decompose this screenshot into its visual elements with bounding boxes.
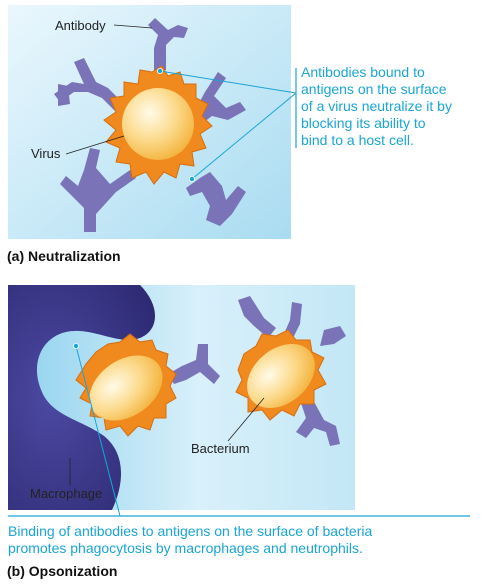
macrophage-label: Macrophage: [30, 486, 102, 501]
caption-a-line: antigens on the surface: [301, 81, 447, 97]
antibody-top-left: [54, 58, 128, 116]
panel-b: Bacterium Macrophage Binding of antibodi…: [7, 285, 470, 579]
caption-a-pointers: [156, 68, 297, 182]
antibody-b5: [320, 326, 346, 346]
antibody-right: [190, 72, 246, 128]
antibody-bottom-right: [186, 172, 246, 226]
caption-a-line: Antibodies bound to: [301, 64, 425, 80]
antibody-b2: [238, 296, 276, 338]
virus-label: Virus: [31, 146, 61, 161]
virus-label-leader: [65, 135, 125, 155]
panel-a: Antibody Virus Antibodies bound to antig…: [7, 5, 452, 264]
caption-a: Antibodies bound to antigens on the surf…: [301, 64, 452, 148]
bacterium-label-leader: [227, 397, 265, 442]
macrophage-shape: [8, 285, 155, 510]
caption-a-line: blocking its ability to: [301, 115, 426, 131]
antibody-b1: [168, 344, 220, 384]
panel-a-title: (a) Neutralization: [7, 248, 121, 264]
caption-b-line: Binding of antibodies to antigens on the…: [8, 523, 372, 539]
caption-b-pointer: [8, 342, 470, 517]
bacterium-right: [235, 329, 327, 421]
antibody-left: [58, 84, 70, 106]
caption-a-line: bind to a host cell.: [301, 132, 414, 148]
panel-b-title: (b) Opsonization: [7, 563, 117, 579]
caption-b-line: promotes phagocytosis by macrophages and…: [8, 540, 363, 556]
caption-a-line: of a virus neutralize it by: [301, 98, 452, 114]
caption-b: Binding of antibodies to antigens on the…: [8, 523, 372, 556]
virus-core: [122, 88, 194, 160]
antibody-b4: [296, 398, 340, 446]
bacterium-left: [75, 333, 177, 437]
antibody-label-leader: [113, 24, 153, 29]
antibody-top: [148, 18, 188, 70]
bacterium-label: Bacterium: [191, 441, 250, 456]
antibody-bottom-left: [60, 148, 136, 232]
antibody-label: Antibody: [55, 18, 106, 33]
